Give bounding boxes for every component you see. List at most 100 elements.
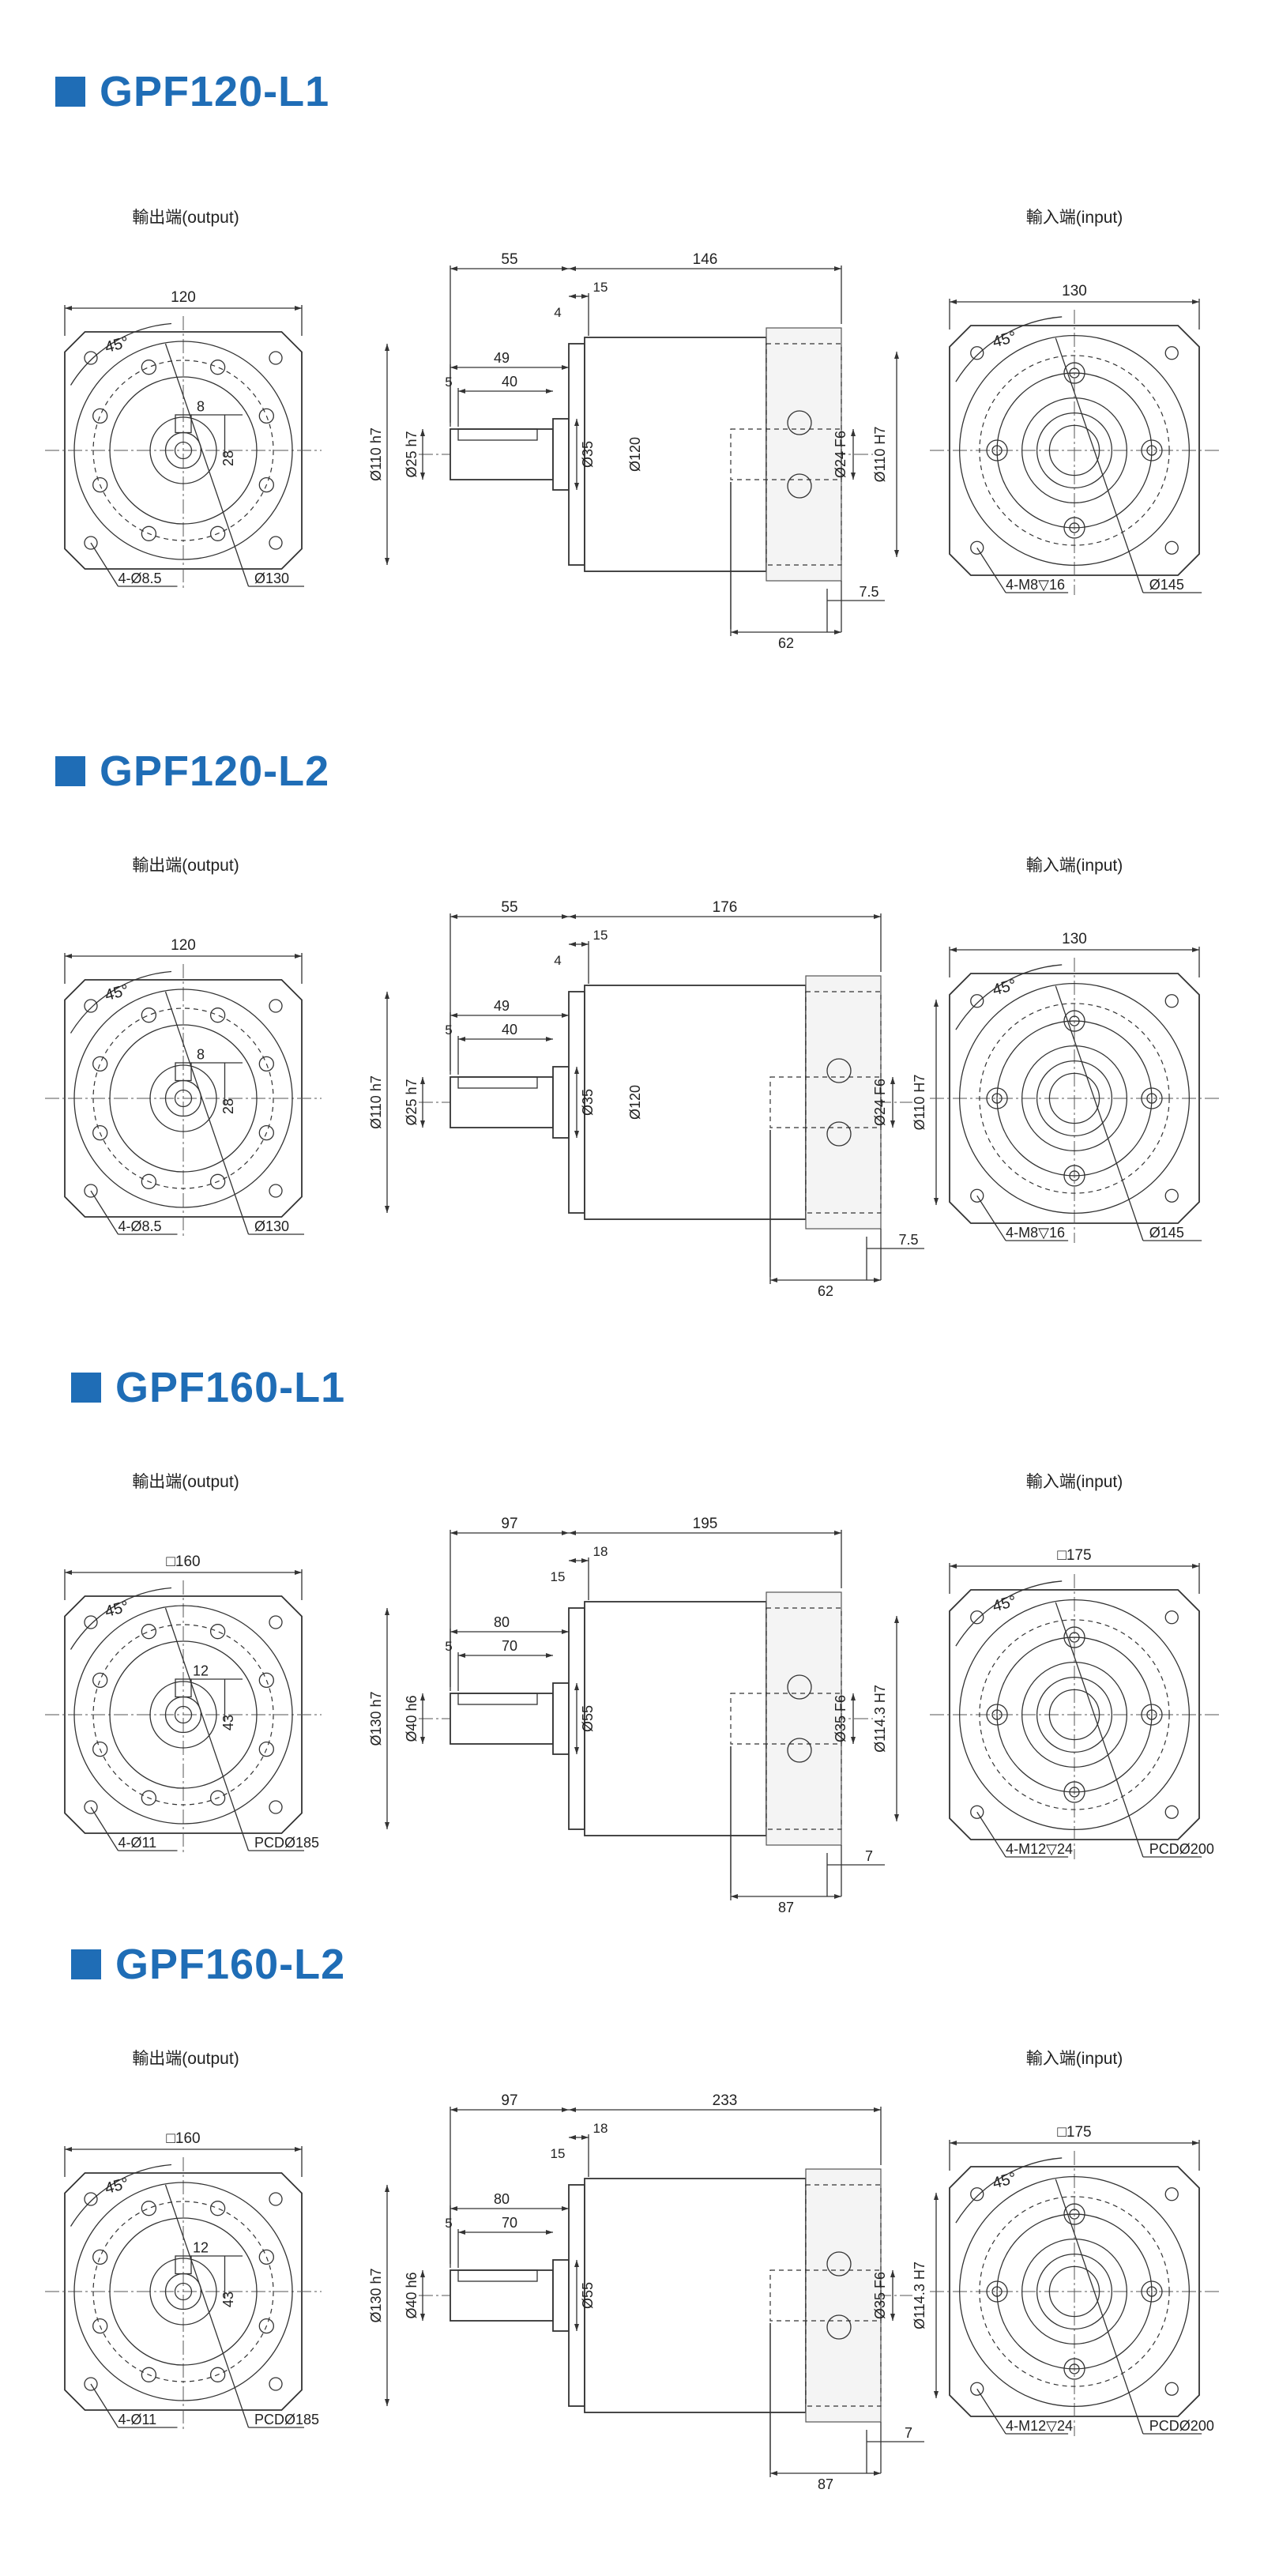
corner-hole-icon [1164, 1610, 1179, 1625]
bolt-hole-icon [258, 1056, 274, 1072]
in-width-label: □175 [1057, 2124, 1091, 2141]
out-pcd-label: PCDØ185 [254, 1835, 319, 1851]
bolt-hole-icon [209, 360, 226, 375]
side-bore-label: Ø24 F6 [872, 1079, 888, 1126]
bolt-hole-icon [92, 1741, 108, 1757]
out-holes-label: 4-Ø11 [118, 1835, 157, 1851]
side-body-label: Ø120 [627, 1085, 643, 1120]
in-holes-label: 4-M8▽16 [1006, 577, 1065, 593]
side-dim-g: 70 [502, 1638, 517, 1654]
side-dim-a: 97 [501, 1516, 517, 1532]
bolt-hole-icon [258, 2318, 274, 2334]
output-label: 輸出端(output) [132, 2050, 239, 2068]
bolt-hole-icon [1141, 1087, 1163, 1109]
output-label: 輸出端(output) [132, 1473, 239, 1491]
side-inpilot-label: Ø114.3 H7 [912, 2262, 927, 2329]
heading-square-icon [71, 1373, 101, 1403]
model-title: GPF120-L2 [100, 748, 330, 795]
in-pcd-label: Ø145 [1149, 577, 1184, 593]
side-dim-i: 62 [818, 1283, 833, 1299]
gearbox-housing [584, 985, 807, 1220]
bolt-hole-icon [92, 408, 108, 424]
in-holes-label: 4-M12▽24 [1006, 1841, 1073, 1857]
output-shaft [450, 428, 554, 480]
side-dim-h: 7.5 [898, 1232, 918, 1248]
corner-hole-icon [970, 2382, 984, 2396]
in-pcd-label: PCDØ200 [1149, 1841, 1214, 1857]
bolt-hole-icon [1063, 517, 1085, 539]
corner-hole-icon [84, 351, 98, 365]
bolt-hole-icon [141, 360, 157, 375]
side-dim-total: 146 [693, 251, 718, 268]
input-label: 輸入端(input) [1026, 209, 1123, 227]
in-width-label: 130 [1062, 283, 1087, 299]
side-dim-g: 70 [502, 2215, 517, 2231]
corner-hole-icon [269, 1800, 283, 1814]
side-inpilot-label: Ø110 H7 [912, 1075, 927, 1131]
input-label: 輸入端(input) [1026, 1473, 1123, 1491]
corner-hole-icon [1164, 1805, 1179, 1819]
corner-hole-icon [269, 2192, 283, 2206]
bolt-hole-icon [1063, 1626, 1085, 1648]
bolt-hole-icon [92, 1124, 108, 1141]
section-heading: GPF120-L1 [55, 67, 329, 116]
bolt-hole-icon [141, 2201, 157, 2216]
bolt-hole-icon [1063, 1165, 1085, 1187]
side-bore-label: Ø35 F6 [872, 2272, 888, 2319]
corner-hole-icon [970, 2187, 984, 2201]
bolt-hole-icon [92, 1672, 108, 1689]
corner-hole-icon [970, 1188, 984, 1203]
key-width-label: 12 [193, 1663, 209, 1679]
output-label: 輸出端(output) [132, 209, 239, 227]
side-dim-h: 7 [905, 2425, 912, 2441]
bolt-hole-icon [986, 2280, 1008, 2303]
corner-hole-icon [970, 1610, 984, 1625]
side-dim-g: 40 [502, 374, 517, 390]
corner-hole-icon [1164, 1188, 1179, 1203]
model-title: GPF120-L1 [100, 68, 330, 115]
output-label: 輸出端(output) [132, 857, 239, 875]
heading-square-icon [55, 756, 85, 786]
side-dim-e: 49 [494, 998, 510, 1014]
corner-hole-icon [970, 994, 984, 1008]
model-title: GPF160-L1 [115, 1364, 346, 1411]
corner-hole-icon [84, 1800, 98, 1814]
corner-hole-icon [84, 536, 98, 550]
side-dim-total: 195 [693, 1516, 718, 1532]
access-hole-icon [787, 410, 812, 435]
corner-hole-icon [84, 999, 98, 1013]
bolt-hole-icon [92, 1056, 108, 1072]
side-dim-d: 4 [554, 305, 561, 320]
bolt-hole-icon [258, 2249, 274, 2265]
side-shaft-label: Ø25 h7 [404, 1079, 419, 1125]
in-holes-label: 4-M12▽24 [1006, 2418, 1073, 2434]
out-holes-label: 4-Ø8.5 [118, 571, 162, 586]
bolt-hole-icon [141, 1007, 157, 1023]
side-shaft-label: Ø25 h7 [404, 431, 419, 477]
out-width-label: 120 [171, 289, 196, 306]
output-shaft [450, 2269, 554, 2322]
side-dim-f: 5 [445, 1022, 452, 1038]
side-dim-f: 5 [445, 375, 452, 390]
out-pcd-label: Ø130 [254, 1218, 289, 1234]
bolt-hole-icon [258, 408, 274, 424]
key-height-label: 28 [220, 450, 236, 466]
side-body-label: Ø120 [627, 437, 643, 472]
bolt-hole-icon [209, 1624, 226, 1640]
bolt-hole-icon [209, 2201, 226, 2216]
access-hole-icon [826, 2251, 852, 2277]
side-dim-i: 62 [778, 635, 794, 651]
bolt-hole-icon [209, 1790, 226, 1806]
side-dim-i: 87 [818, 2476, 833, 2492]
bolt-hole-icon [209, 525, 226, 541]
side-dim-a: 97 [501, 2092, 517, 2109]
